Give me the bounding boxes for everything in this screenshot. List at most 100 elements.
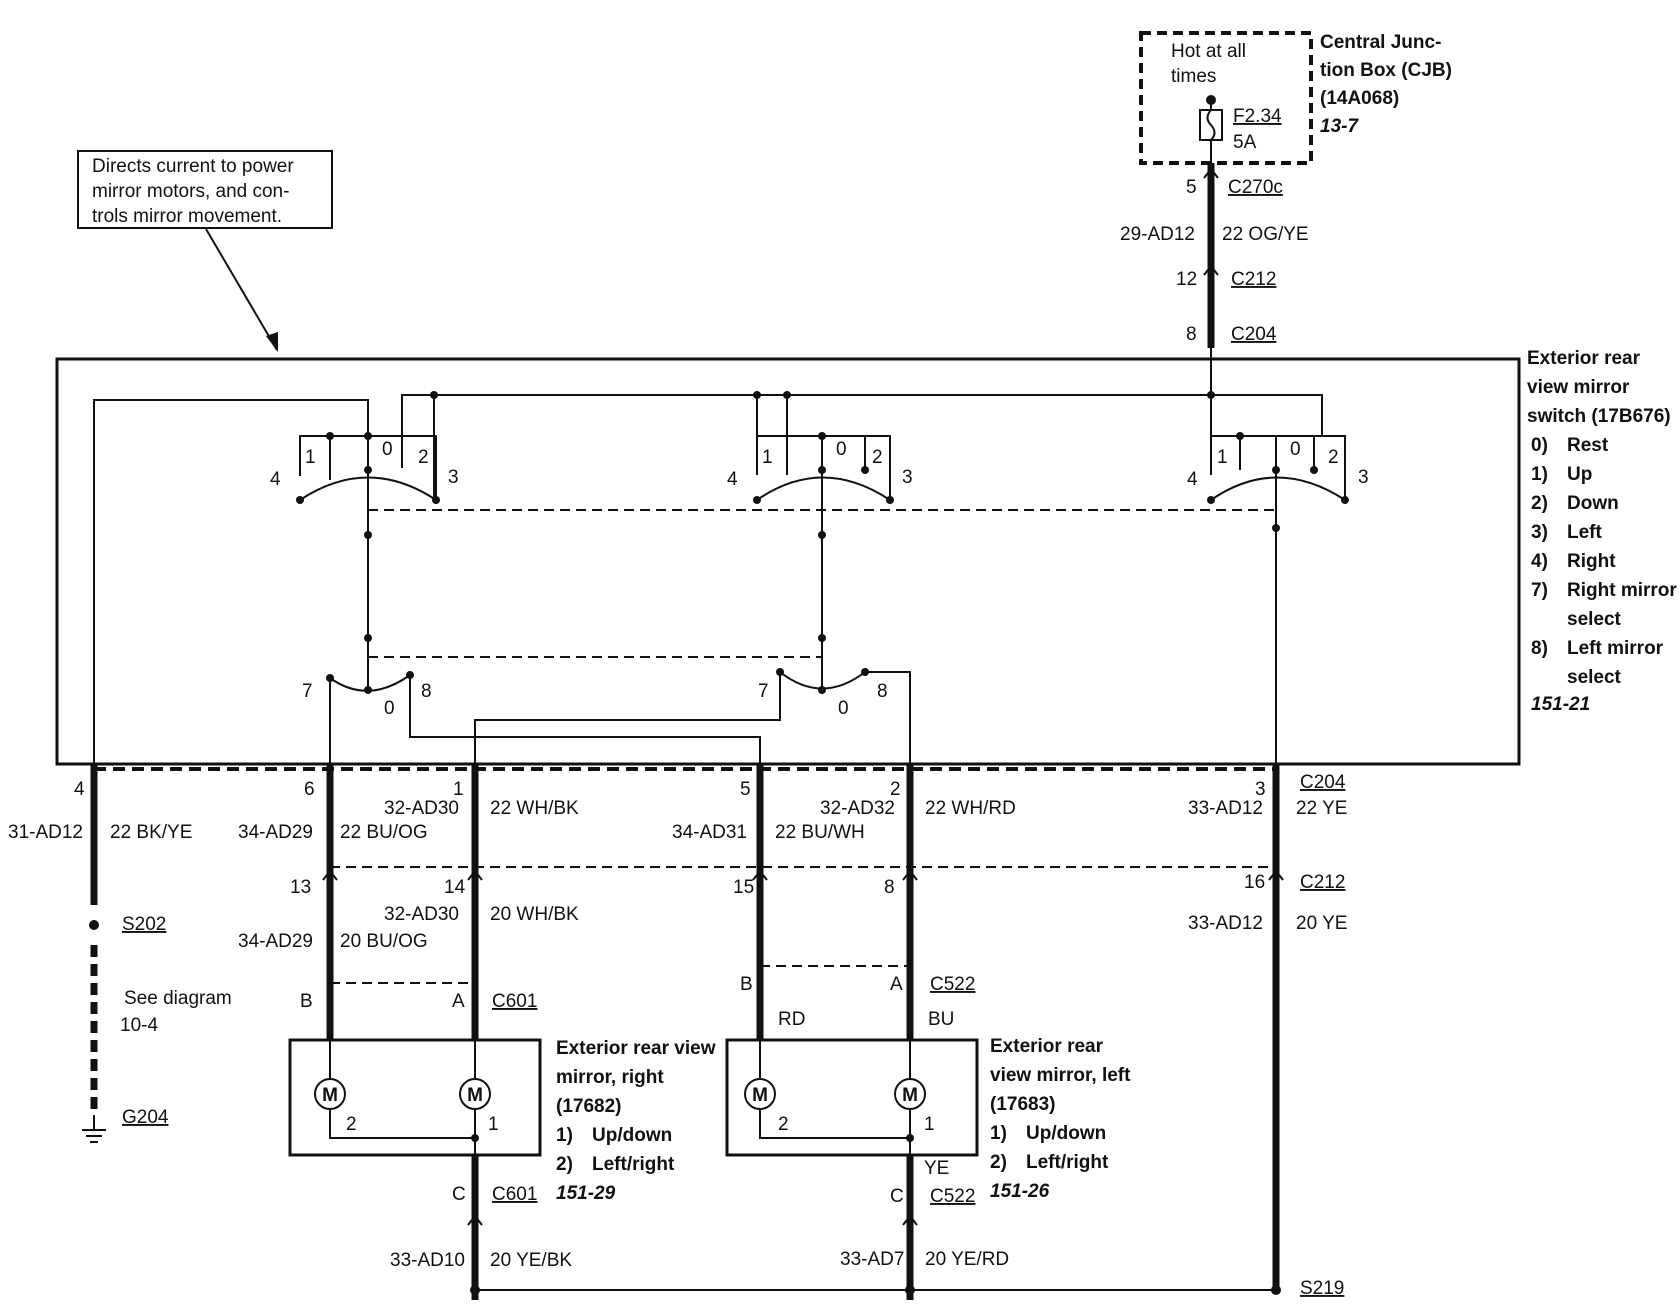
conn-c212: C212: [1300, 872, 1345, 893]
pos-0: 0: [1290, 439, 1301, 460]
wire-ye-rd: 20 YE/RD: [925, 1249, 1009, 1270]
pin-2: 2: [890, 779, 901, 800]
conn-c212-top: C212: [1231, 269, 1276, 290]
pos-1: 1: [762, 447, 773, 468]
pin-a: A: [452, 991, 465, 1012]
pos-3: 3: [1358, 467, 1369, 488]
legend-num: 2): [1531, 493, 1548, 514]
mirror-switch: 1 0 2 3 4 1 0 2 3 4: [55, 348, 1677, 778]
legend-item: select: [1567, 609, 1622, 630]
wire-rd: RD: [778, 1009, 805, 1030]
switch-leftright: 1 0 2 3 4: [727, 432, 913, 539]
splice-s219-label: S219: [1300, 1278, 1344, 1299]
pin-13: 13: [290, 877, 311, 898]
terminal-1: 1: [924, 1114, 935, 1135]
legend-item: Left mirror: [1567, 638, 1664, 659]
cjb-title-2: tion Box (CJB): [1320, 60, 1452, 81]
conn-c522-c: C522: [930, 1186, 975, 1207]
conn-c601-c: C601: [492, 1184, 537, 1205]
selector-left-mirror: 7 8 0: [474, 668, 911, 778]
legend-item: Right: [1567, 551, 1616, 572]
wire-bk-ye: 22 BK/YE: [110, 822, 192, 843]
wire-wh-bk: 22 WH/BK: [490, 798, 579, 819]
wire-bu: BU: [928, 1009, 954, 1030]
callout-arrow-icon: [266, 332, 278, 352]
callout: Directs current to power mirror motors, …: [77, 150, 333, 352]
feed-wire-color: 22 OG/YE: [1222, 224, 1309, 245]
pin-16: 16: [1244, 872, 1265, 893]
pos-4: 4: [727, 469, 738, 490]
circuit-33-ad7: 33-AD7: [840, 1249, 904, 1270]
pin-1: 1: [453, 779, 464, 800]
pos-4: 4: [270, 469, 281, 490]
circuit-33-ad12: 33-AD12: [1188, 798, 1263, 819]
item-1: Up/down: [592, 1125, 672, 1146]
circuit-33-ad10: 33-AD10: [390, 1250, 465, 1271]
pin-3: 3: [1255, 779, 1266, 800]
pin-4: 4: [74, 779, 85, 800]
wire-bu-og: 22 BU/OG: [340, 822, 428, 843]
legend-num: 4): [1531, 551, 1548, 572]
cjb-title-3: (14A068): [1320, 88, 1399, 109]
pin-5: 5: [740, 779, 751, 800]
circuit-34-ad31: 34-AD31: [672, 822, 747, 843]
terminal-2: 2: [778, 1114, 789, 1135]
legend-num: 8): [1531, 638, 1548, 659]
harness: 4 31-AD12 22 BK/YE 6 34-AD29 22 BU/OG 1 …: [8, 764, 1347, 1290]
pos-8: 8: [877, 681, 888, 702]
pos-7: 7: [758, 681, 769, 702]
pos-3: 3: [448, 467, 459, 488]
wire-ye-bk: 20 YE/BK: [490, 1250, 572, 1271]
right-mirror-title-1: Exterior rear view: [556, 1038, 716, 1059]
callout-line-1: Directs current to power: [92, 156, 294, 177]
right-mirror-title-2: mirror, right: [556, 1067, 664, 1088]
feed-circuit: 29-AD12: [1120, 224, 1195, 245]
switch-ref: 151-21: [1531, 694, 1590, 715]
legend-item: select: [1567, 667, 1622, 688]
cjb-note-1: Hot at all: [1171, 41, 1246, 62]
switch-updown-right: 1 0 2 3 4: [270, 432, 459, 539]
circuit-31-ad12: 31-AD12: [8, 822, 83, 843]
pos-1: 1: [1217, 447, 1228, 468]
circuit-34-ad29: 34-AD29: [238, 822, 313, 843]
wire-wh-rd: 22 WH/RD: [925, 798, 1016, 819]
pos-0: 0: [836, 439, 847, 460]
pos-7: 7: [302, 681, 313, 702]
pin-c204-8: 8: [1186, 324, 1197, 345]
pos-0: 0: [384, 698, 395, 719]
cjb-title-1: Central Junc-: [1320, 32, 1441, 53]
legend-item: Up: [1567, 464, 1592, 485]
pos-2: 2: [1328, 447, 1339, 468]
legend-num: 1): [1531, 464, 1548, 485]
see-diagram-ref: 10-4: [120, 1015, 158, 1036]
circuit-32-ad32: 32-AD32: [820, 798, 895, 819]
callout-line-2: mirror motors, and con-: [92, 181, 289, 202]
feed-wire: 5 C270c 29-AD12 22 OG/YE 12 C212 8 C204: [1120, 140, 1309, 348]
terminal-1: 1: [488, 1114, 499, 1135]
pin-b: B: [740, 974, 753, 995]
pos-3: 3: [902, 467, 913, 488]
left-mirror: B A C522 RD BU M M 2 1 Exterior rear vie…: [725, 974, 1131, 1300]
conn-c204: C204: [1300, 772, 1346, 793]
left-mirror-title-2: view mirror, left: [990, 1065, 1131, 1086]
switch-title-1: Exterior rear: [1527, 348, 1641, 369]
splice-s219: S219: [470, 1278, 1344, 1299]
pin-c: C: [452, 1184, 466, 1205]
wire-wh-bk-20: 20 WH/BK: [490, 904, 579, 925]
pin-8: 8: [884, 877, 895, 898]
motor-label: M: [902, 1085, 918, 1106]
pin-c212-12: 12: [1176, 269, 1197, 290]
pin-6: 6: [304, 779, 315, 800]
switch-common: 1 0 2 3 4: [1187, 432, 1369, 532]
selector-right-mirror: 7 8 0: [302, 671, 761, 778]
circuit-34-ad29-b: 34-AD29: [238, 931, 313, 952]
pos-4: 4: [1187, 469, 1198, 490]
cjb-note-2: times: [1171, 66, 1216, 87]
conn-c270c: C270c: [1228, 177, 1283, 198]
wire-bu-og-20: 20 BU/OG: [340, 931, 428, 952]
legend-item: Rest: [1567, 435, 1609, 456]
legend-num: 7): [1531, 580, 1548, 601]
item-2-num: 2): [556, 1154, 573, 1175]
pin-14: 14: [444, 877, 466, 898]
